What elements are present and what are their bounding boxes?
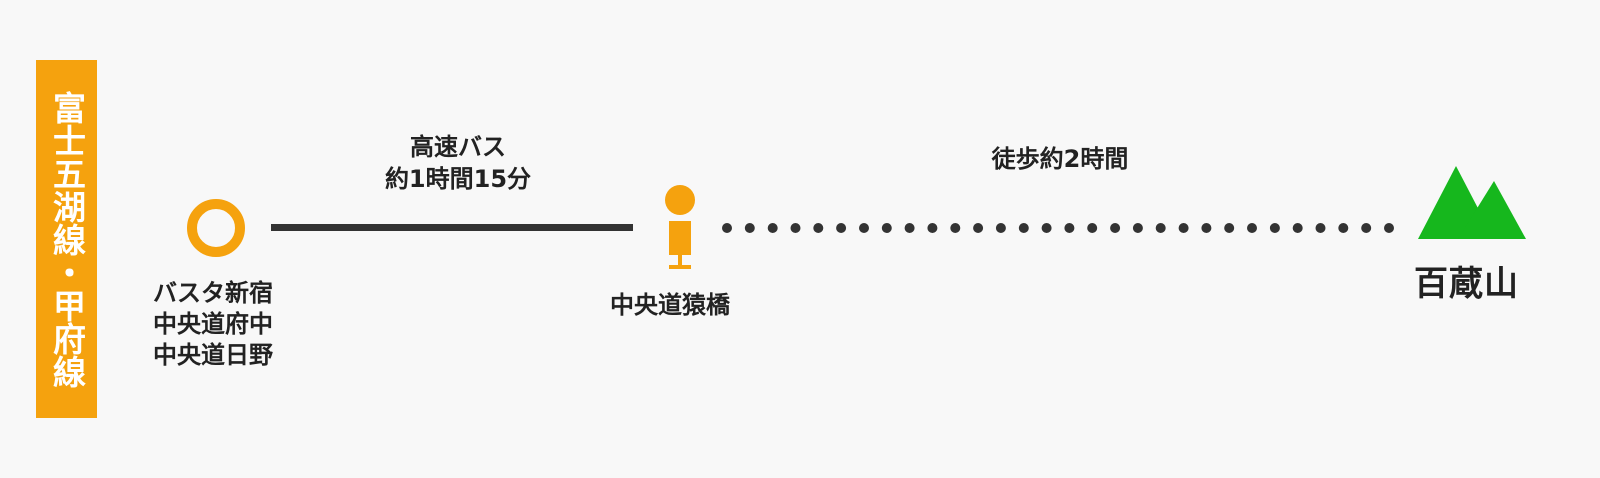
transfer-stop-label: 中央道猿橋 bbox=[610, 291, 730, 319]
walk-dot bbox=[859, 223, 869, 233]
walk-dot bbox=[927, 223, 938, 233]
walk-dot bbox=[995, 223, 1006, 233]
walk-dot bbox=[1155, 223, 1166, 233]
walk-dot bbox=[973, 223, 984, 233]
bus-segment-label: 高速バス 約1時間15分 bbox=[384, 133, 532, 193]
walk-dot bbox=[1178, 223, 1189, 233]
destination-label: 百蔵山 bbox=[1414, 264, 1519, 304]
walk-path bbox=[722, 223, 1394, 233]
walk-dot bbox=[1064, 223, 1075, 233]
walk-dot bbox=[950, 223, 961, 233]
route-label: 富士五湖線・甲府線 bbox=[36, 60, 97, 418]
walk-segment-label: 徒歩約2時間 bbox=[991, 145, 1129, 173]
station-ring-icon bbox=[187, 199, 245, 257]
walk-dot bbox=[881, 223, 892, 233]
walk-dot bbox=[836, 223, 847, 233]
mountain-icon bbox=[1418, 166, 1526, 239]
walk-dot bbox=[1315, 223, 1326, 233]
walk-dot bbox=[790, 223, 801, 233]
walk-dot bbox=[744, 223, 755, 233]
walk-dot bbox=[904, 223, 915, 233]
origin-stop-label: バスタ新宿 中央道府中 中央道日野 bbox=[153, 279, 273, 369]
bus-line bbox=[271, 224, 633, 231]
walk-dot bbox=[1361, 223, 1372, 233]
walk-dot bbox=[1132, 223, 1143, 233]
walk-dot bbox=[1041, 223, 1052, 233]
walk-dot bbox=[1292, 223, 1303, 233]
walk-dot bbox=[722, 223, 732, 233]
walk-dot bbox=[1384, 223, 1394, 233]
route-label-text: 富士五湖線・甲府線 bbox=[47, 90, 87, 388]
walk-dot bbox=[1338, 223, 1349, 233]
walk-dot bbox=[1224, 223, 1235, 233]
walk-dot bbox=[767, 223, 778, 233]
walk-dot bbox=[1018, 223, 1029, 233]
bus-stop-icon bbox=[665, 185, 695, 269]
walk-dot bbox=[813, 223, 824, 233]
walk-dot bbox=[1201, 223, 1212, 233]
walk-dot bbox=[1110, 223, 1121, 233]
walk-dot bbox=[1269, 223, 1280, 233]
walk-dot bbox=[1087, 223, 1098, 233]
walk-dot bbox=[1247, 223, 1257, 233]
